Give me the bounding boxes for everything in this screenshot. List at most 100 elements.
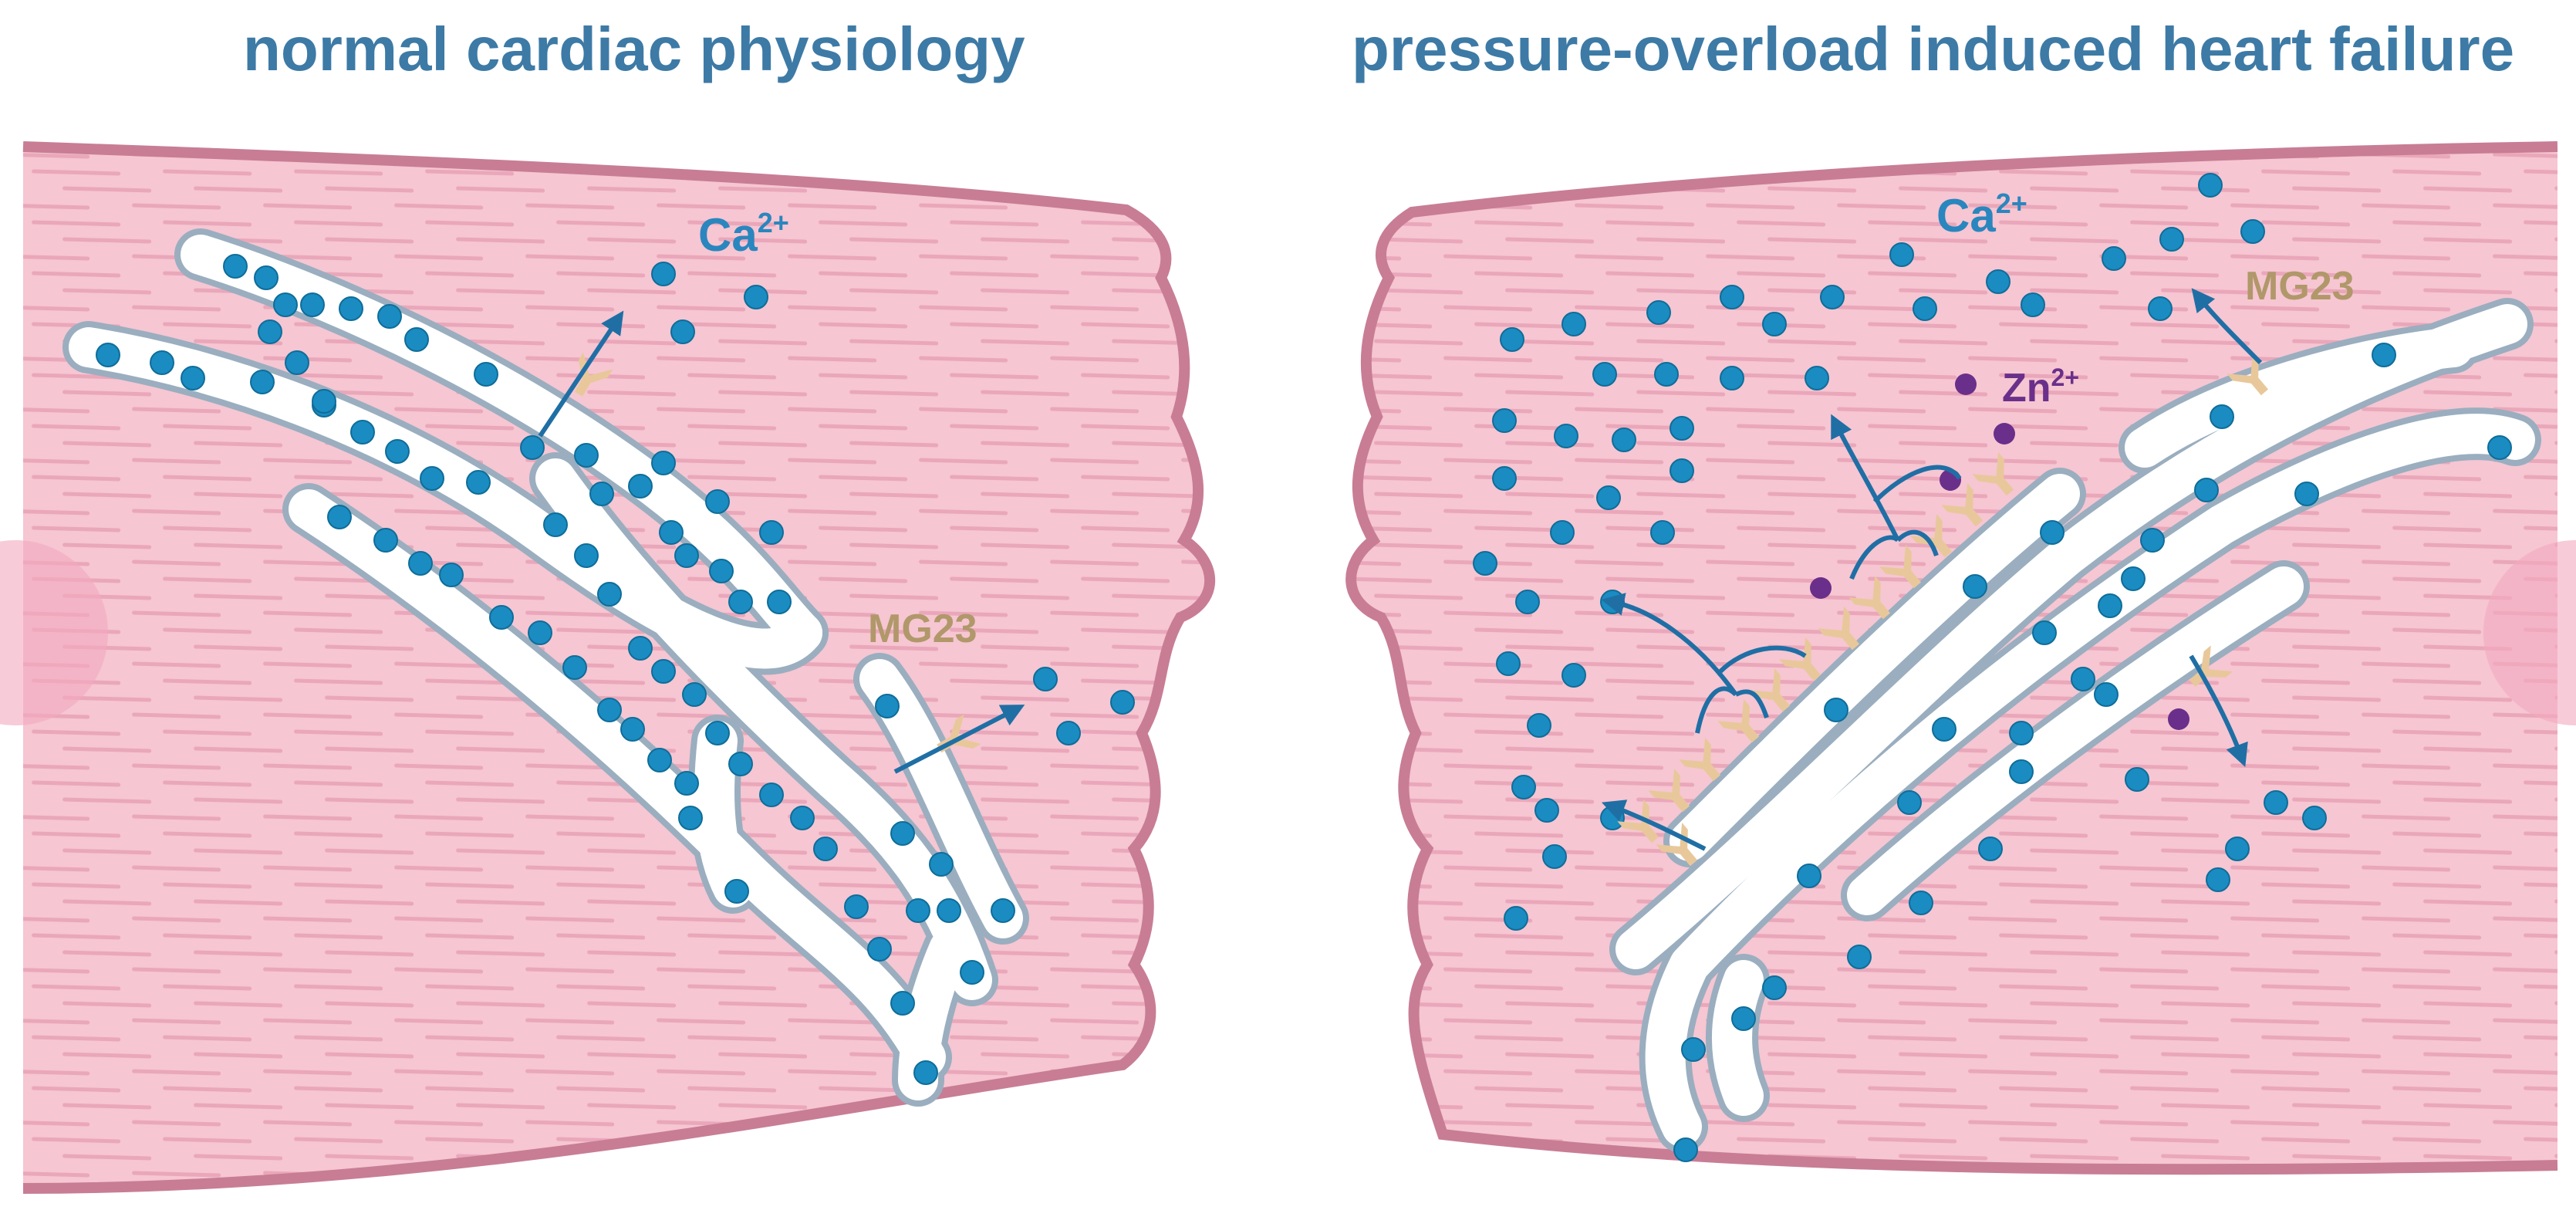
striation-line bbox=[525, 305, 615, 312]
striation-line bbox=[849, 644, 939, 651]
striation-line bbox=[425, 271, 515, 278]
left-nucleus bbox=[0, 540, 108, 725]
striation-line bbox=[587, 1052, 677, 1059]
striation-line bbox=[1081, 1035, 1170, 1042]
striation-line bbox=[1999, 1035, 2088, 1042]
calcium-ion bbox=[1033, 667, 1058, 691]
striation-line bbox=[1505, 950, 1595, 957]
striation-line bbox=[1443, 407, 1533, 414]
striation-line bbox=[394, 712, 484, 719]
striation-line bbox=[849, 441, 939, 448]
striation-line bbox=[1351, 526, 1433, 532]
striation-line bbox=[1374, 848, 1464, 855]
striation-line bbox=[1351, 1086, 1433, 1093]
calcium-ion bbox=[1511, 775, 1536, 799]
calcium-ion bbox=[300, 292, 325, 317]
striation-line bbox=[1112, 899, 1201, 906]
striation-line bbox=[1081, 373, 1170, 380]
striation-line bbox=[2554, 1052, 2557, 1059]
striation-line bbox=[981, 644, 1070, 651]
striation-line bbox=[1706, 1120, 1795, 1127]
striation-line bbox=[1443, 1069, 1533, 1076]
striation-line bbox=[1868, 271, 1957, 278]
striation-line bbox=[1505, 288, 1595, 295]
striation-line bbox=[1706, 559, 1795, 566]
calcium-ion bbox=[439, 563, 464, 587]
striation-line bbox=[981, 339, 1070, 346]
striation-line bbox=[294, 984, 383, 991]
striation-line bbox=[1899, 1052, 1988, 1059]
striation-line bbox=[23, 305, 90, 312]
striation-line bbox=[1999, 882, 2088, 889]
calcium-ion bbox=[628, 636, 653, 661]
striation-line bbox=[1999, 933, 2088, 940]
striation-line bbox=[1605, 627, 1695, 634]
striation-line bbox=[1474, 933, 1564, 940]
striation-line bbox=[1351, 305, 1402, 312]
striation-line bbox=[1112, 288, 1201, 295]
striation-line bbox=[2423, 746, 2513, 753]
striation-line bbox=[294, 475, 383, 482]
calcium-ion bbox=[543, 512, 568, 537]
striation-line bbox=[1374, 186, 1464, 193]
calcium-ion bbox=[2009, 759, 2034, 784]
striation-line bbox=[919, 152, 1008, 159]
striation-line bbox=[2161, 288, 2250, 295]
striation-line bbox=[1083, 1190, 1168, 1192]
calcium-ion bbox=[520, 435, 545, 460]
striation-line bbox=[1474, 169, 1564, 176]
striation-line bbox=[2524, 373, 2557, 380]
striation-line bbox=[194, 543, 283, 549]
striation-line bbox=[2030, 186, 2119, 193]
striation-line bbox=[456, 899, 545, 906]
striation-line bbox=[456, 237, 545, 244]
striation-line bbox=[849, 1154, 939, 1161]
striation-line bbox=[718, 390, 808, 397]
striation-line bbox=[2423, 848, 2513, 855]
striation-line bbox=[23, 1018, 90, 1025]
striation-line bbox=[2130, 933, 2220, 940]
striation-line bbox=[456, 1103, 545, 1110]
striation-line bbox=[1706, 203, 1795, 210]
striation-line bbox=[1050, 916, 1139, 923]
calcium-ion bbox=[1492, 466, 1517, 491]
striation-line bbox=[163, 169, 252, 176]
striation-line bbox=[325, 848, 414, 855]
striation-line bbox=[1081, 831, 1170, 838]
striation-line bbox=[2524, 729, 2557, 736]
striation-line bbox=[687, 271, 777, 278]
striation-line bbox=[1706, 610, 1795, 617]
striation-line bbox=[849, 339, 939, 346]
striation-line bbox=[1181, 967, 1210, 974]
striation-line bbox=[718, 237, 808, 244]
calcium-ion bbox=[489, 605, 514, 630]
striation-line bbox=[981, 746, 1070, 753]
striation-line bbox=[394, 814, 484, 821]
striation-line bbox=[2099, 1069, 2189, 1076]
striation-line bbox=[163, 1086, 252, 1093]
striation-line bbox=[456, 746, 545, 753]
striation-line bbox=[687, 475, 777, 482]
striation-line bbox=[2493, 1069, 2557, 1076]
striation-line bbox=[2524, 933, 2557, 940]
calcium-ion bbox=[373, 528, 398, 553]
striation-line bbox=[456, 1052, 545, 1059]
calcium-ion bbox=[273, 292, 298, 317]
striation-line bbox=[1605, 271, 1695, 278]
striation-line bbox=[1374, 543, 1464, 549]
striation-line bbox=[1999, 1086, 2088, 1093]
striation-line bbox=[1505, 237, 1595, 244]
calcium-ion bbox=[2040, 520, 2065, 545]
striation-line bbox=[23, 916, 90, 923]
striation-line bbox=[1605, 373, 1695, 380]
striation-line bbox=[2292, 950, 2382, 957]
calcium-ion bbox=[1913, 296, 1937, 321]
striation-line bbox=[2554, 848, 2557, 855]
striation-line bbox=[2392, 475, 2482, 482]
striation-line bbox=[2261, 1137, 2351, 1144]
striation-line bbox=[2423, 492, 2513, 499]
striation-line bbox=[1968, 254, 2058, 261]
striation-line bbox=[2030, 950, 2119, 957]
striation-line bbox=[788, 407, 877, 414]
striation-line bbox=[525, 203, 615, 210]
